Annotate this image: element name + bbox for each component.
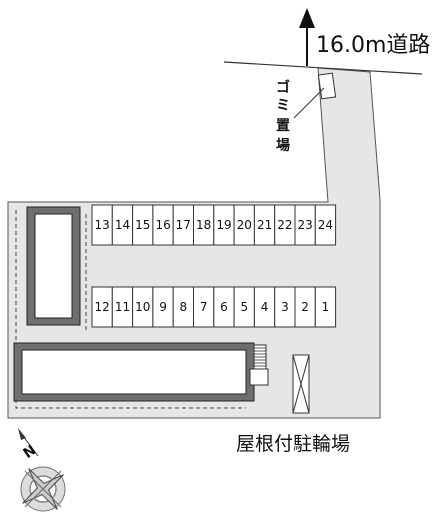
parking-top-slot-number: 23	[297, 218, 312, 232]
parking-bottom-slot-number: 7	[200, 300, 208, 314]
parking-top-slot-number: 13	[95, 218, 110, 232]
parking-bottom-slot-number: 9	[159, 300, 167, 314]
parking-bottom-slot-number: 3	[281, 300, 289, 314]
parking-bottom-slot-number: 2	[301, 300, 309, 314]
parking-bottom-slot-number: 4	[261, 300, 269, 314]
stairs	[249, 344, 269, 386]
parking-top-slot-number: 22	[277, 218, 292, 232]
building-vertical-inner	[34, 213, 73, 319]
garbage-label-char-2: ミ	[276, 98, 290, 114]
compass: N	[18, 428, 66, 512]
bike-parking-cross-b	[292, 354, 310, 414]
walkway-dashed-line	[15, 210, 246, 409]
parking-bottom-slot-number: 5	[240, 300, 248, 314]
garbage-label-char-1: ゴ	[276, 79, 290, 96]
parking-top-slot-number: 18	[196, 218, 211, 232]
road-edge-line	[223, 61, 423, 75]
parking-row-top: 13 14 15 16 17 18 19 20 21 22 23 24	[91, 204, 337, 246]
compass-arrow-icon	[18, 428, 26, 440]
compass-north-label: N	[20, 442, 39, 462]
parking-top-slot	[314, 204, 337, 246]
parking-bottom-slot-number: 12	[95, 300, 110, 314]
parking-top-slot-number: 24	[318, 218, 333, 232]
parking-bottom-slot-number: 11	[115, 300, 130, 314]
parking-top-slot-number: 14	[115, 218, 130, 232]
parking-bottom-slot-number: 10	[135, 300, 150, 314]
parking-top-slot-number: 21	[257, 218, 272, 232]
parking-top-slot-number: 16	[155, 218, 170, 232]
parking-bottom-slot	[314, 286, 337, 328]
garbage-area-box	[317, 72, 337, 100]
road-label: 16.0m道路	[316, 33, 430, 58]
parking-top-slot-number: 20	[237, 218, 252, 232]
garbage-leader-line	[293, 87, 325, 119]
parking-top-slot-number: 19	[216, 218, 231, 232]
road-arrow-head	[299, 8, 315, 28]
building-horizontal-inner	[21, 349, 247, 395]
parking-top-slot-number: 17	[176, 218, 191, 232]
parking-bottom-slot-number: 1	[322, 300, 330, 314]
garbage-label-char-4: 場	[276, 137, 290, 154]
garbage-label-char-3: 置	[276, 117, 290, 134]
parking-bottom-slot-number: 8	[179, 300, 187, 314]
parking-bottom-slot-number: 6	[220, 300, 228, 314]
bike-parking-label: 屋根付駐輪場	[236, 433, 350, 455]
parking-top-slot-number: 15	[135, 218, 150, 232]
